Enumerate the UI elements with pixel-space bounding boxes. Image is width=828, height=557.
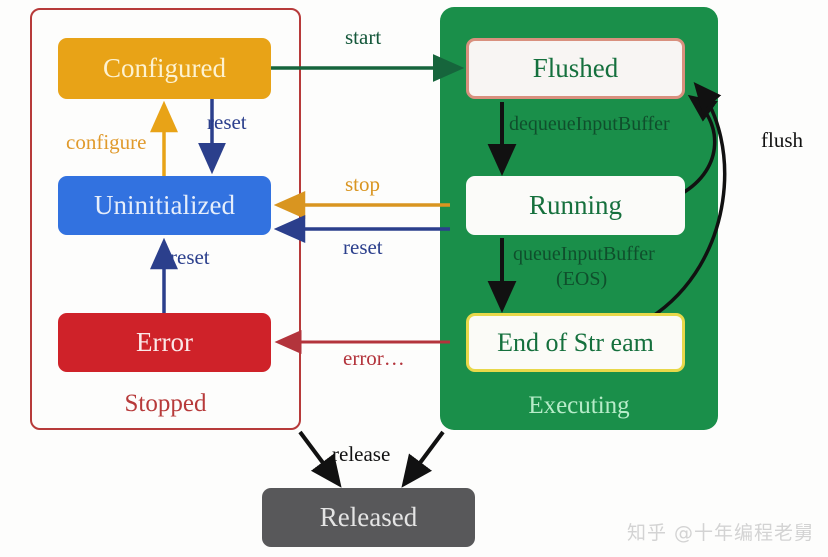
edge-label-dequeue-input-buffer: dequeueInputBuffer <box>509 113 670 135</box>
state-flushed-label: Flushed <box>532 53 619 83</box>
edge-label-release: release <box>332 442 391 466</box>
state-error[interactable]: Error <box>58 313 271 372</box>
state-running[interactable]: Running <box>466 176 685 235</box>
state-released-label: Released <box>319 502 418 532</box>
watermark: 知乎 @十年编程老舅 <box>626 522 814 544</box>
group-stopped-label: Stopped <box>124 390 207 417</box>
edge-flush-running-arrow <box>680 94 718 196</box>
state-uninitialized-label: Uninitialized <box>94 190 235 220</box>
state-released[interactable]: Released <box>262 488 475 547</box>
edge-label-flush: flush <box>761 128 803 152</box>
edge-release-stopped-arrow <box>298 430 342 488</box>
edge-label-reset-error: reset <box>170 245 210 269</box>
edge-label-reset-exec: reset <box>343 235 383 259</box>
state-flushed[interactable]: Flushed <box>466 38 685 99</box>
edge-flush-eos-arrow <box>649 81 727 320</box>
state-uninitialized[interactable]: Uninitialized <box>58 176 271 235</box>
edge-label-start: start <box>345 25 382 49</box>
group-executing-label: Executing <box>528 392 630 419</box>
edge-label-configure: configure <box>66 130 147 154</box>
state-end-of-stream[interactable]: End of Str eam <box>466 313 685 372</box>
edge-label-error: error… <box>343 346 405 370</box>
edge-label-queue-input-buffer-eos: (EOS) <box>556 268 608 290</box>
state-running-label: Running <box>528 190 622 220</box>
edge-label-queue-input-buffer: queueInputBuffer <box>513 243 655 265</box>
state-error-label: Error <box>136 327 193 357</box>
edge-label-reset-top: reset <box>207 110 247 134</box>
edge-label-stop: stop <box>345 172 381 196</box>
state-configured[interactable]: Configured <box>58 38 271 99</box>
state-configured-label: Configured <box>103 53 226 83</box>
edge-release-executing-arrow <box>401 430 445 488</box>
state-end-of-stream-label: End of Str eam <box>497 327 654 357</box>
